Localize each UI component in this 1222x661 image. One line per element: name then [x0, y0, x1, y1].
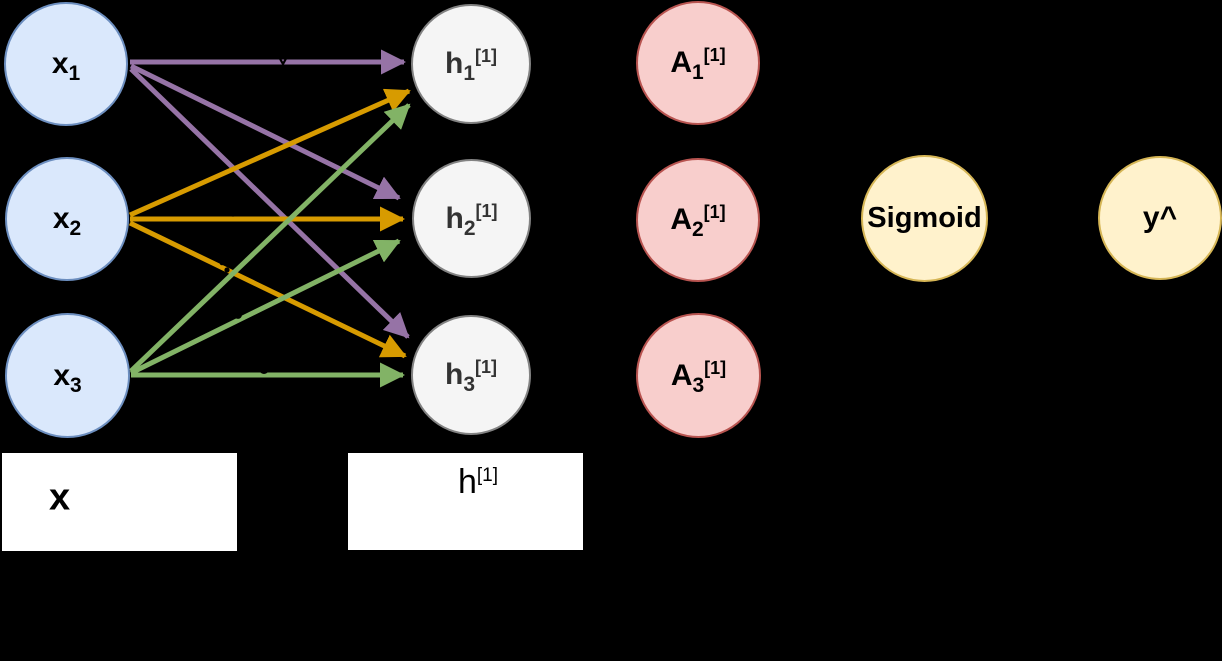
node-x1-label: x1	[51, 47, 81, 85]
node-x2-label: x2	[52, 202, 82, 240]
node-a1-label: A1[1]	[670, 45, 726, 84]
artifact-mark	[228, 207, 238, 217]
edge-x3-h2	[129, 238, 401, 376]
node-yhat: y^	[1098, 156, 1222, 280]
node-a3-label: A3[1]	[670, 357, 727, 397]
node-h2-label: h2[1]	[445, 200, 498, 240]
edge-x2-h3	[128, 220, 407, 359]
node-x2: x2	[5, 157, 129, 281]
node-a1: A1[1]	[636, 1, 760, 125]
artifact-mark	[219, 260, 225, 266]
node-x3: x3	[5, 313, 130, 438]
artifact-marks	[219, 54, 289, 374]
edge-x2-h1	[128, 88, 411, 218]
artifact-mark	[224, 267, 230, 273]
node-a3: A3[1]	[636, 313, 761, 438]
input-layer-label: x	[49, 476, 71, 519]
hidden-layer-label: h[1]	[457, 463, 499, 501]
node-a2: A2[1]	[636, 158, 760, 282]
node-h3-label: h3[1]	[444, 357, 497, 396]
node-yhat-label: y^	[1142, 201, 1178, 234]
node-x1: x1	[4, 2, 128, 126]
edge-x1-h2	[129, 63, 401, 201]
node-h1-label: h1[1]	[444, 46, 497, 85]
node-sigmoid: Sigmoid	[861, 155, 988, 282]
edge-x3-h1	[129, 103, 411, 373]
artifact-mark	[234, 311, 242, 319]
edge-x1-h3	[129, 67, 410, 339]
node-a2-label: A2[1]	[670, 202, 726, 241]
artifact-mark	[278, 54, 289, 67]
hidden-layer-label-box: h[1]	[348, 453, 583, 550]
node-sigmoid-label: Sigmoid	[867, 202, 982, 234]
artifact-mark	[259, 364, 269, 374]
node-h3: h3[1]	[411, 315, 531, 435]
node-x3-label: x3	[53, 358, 82, 397]
input-layer-label-box: x	[2, 453, 237, 551]
node-h1: h1[1]	[411, 4, 531, 124]
node-h2: h2[1]	[412, 159, 531, 278]
